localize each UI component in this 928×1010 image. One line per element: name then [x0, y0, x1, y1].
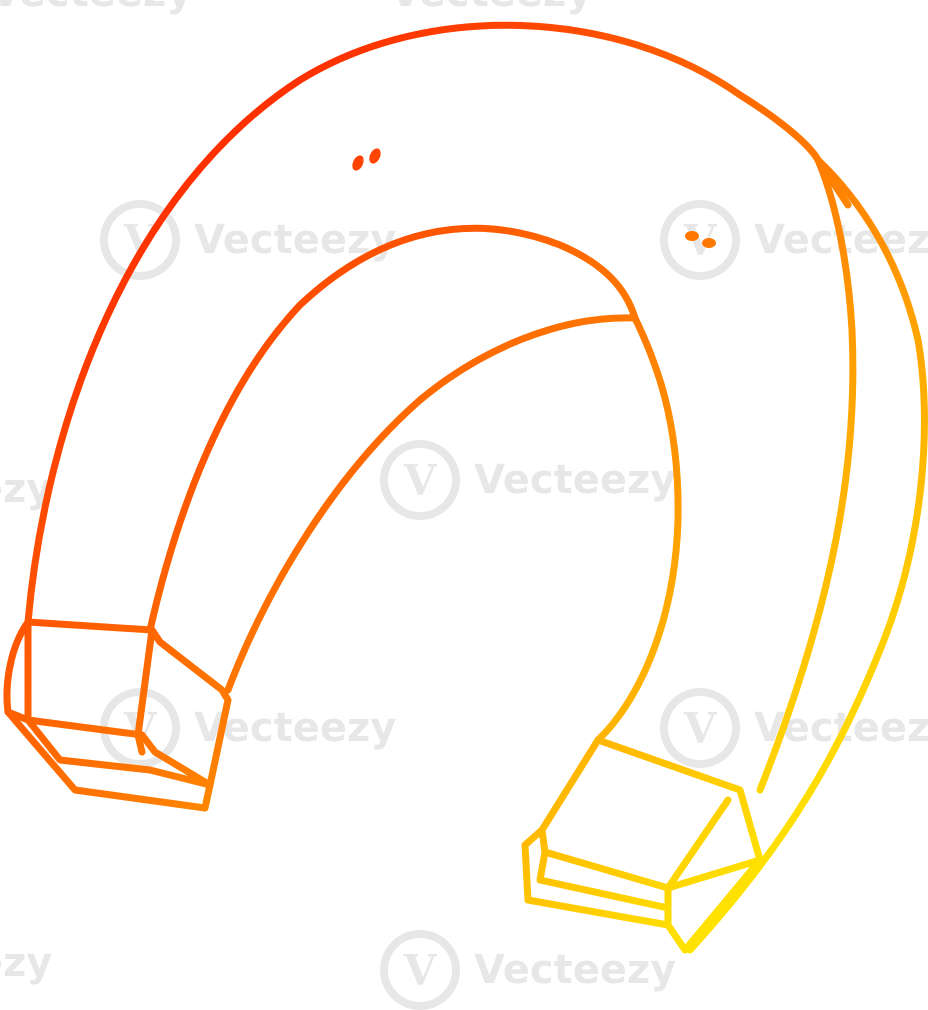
magnet-left-pole-cap — [24, 618, 232, 789]
sparkle-mark — [702, 238, 716, 248]
magnet-right-pole-base — [536, 848, 672, 912]
magnet-inner-right-leg — [594, 314, 682, 744]
horseshoe-magnet-illustration — [3, 21, 928, 954]
magnet-right-front-edge — [756, 156, 857, 794]
magnet-inner-side — [224, 314, 639, 694]
magnet-right-pole-side — [664, 856, 764, 954]
magnet-outer-arc — [24, 21, 822, 626]
magnet-left-pole-front — [24, 716, 214, 789]
magnet-right-pole-bottom — [521, 826, 672, 929]
magnet-depth-line — [814, 156, 852, 209]
sparkle-mark — [352, 155, 364, 171]
magnet-right-pole-divider — [664, 796, 732, 892]
sparkle-mark — [685, 231, 699, 241]
magnet-right-back-edge — [686, 156, 928, 954]
magnet-inner-arc — [146, 224, 639, 634]
magnet-right-pole-cap — [538, 736, 764, 892]
magnet-left-pole-divider — [134, 626, 156, 756]
magnet-left-pole-base — [4, 708, 214, 812]
sparkle-mark — [369, 148, 381, 164]
